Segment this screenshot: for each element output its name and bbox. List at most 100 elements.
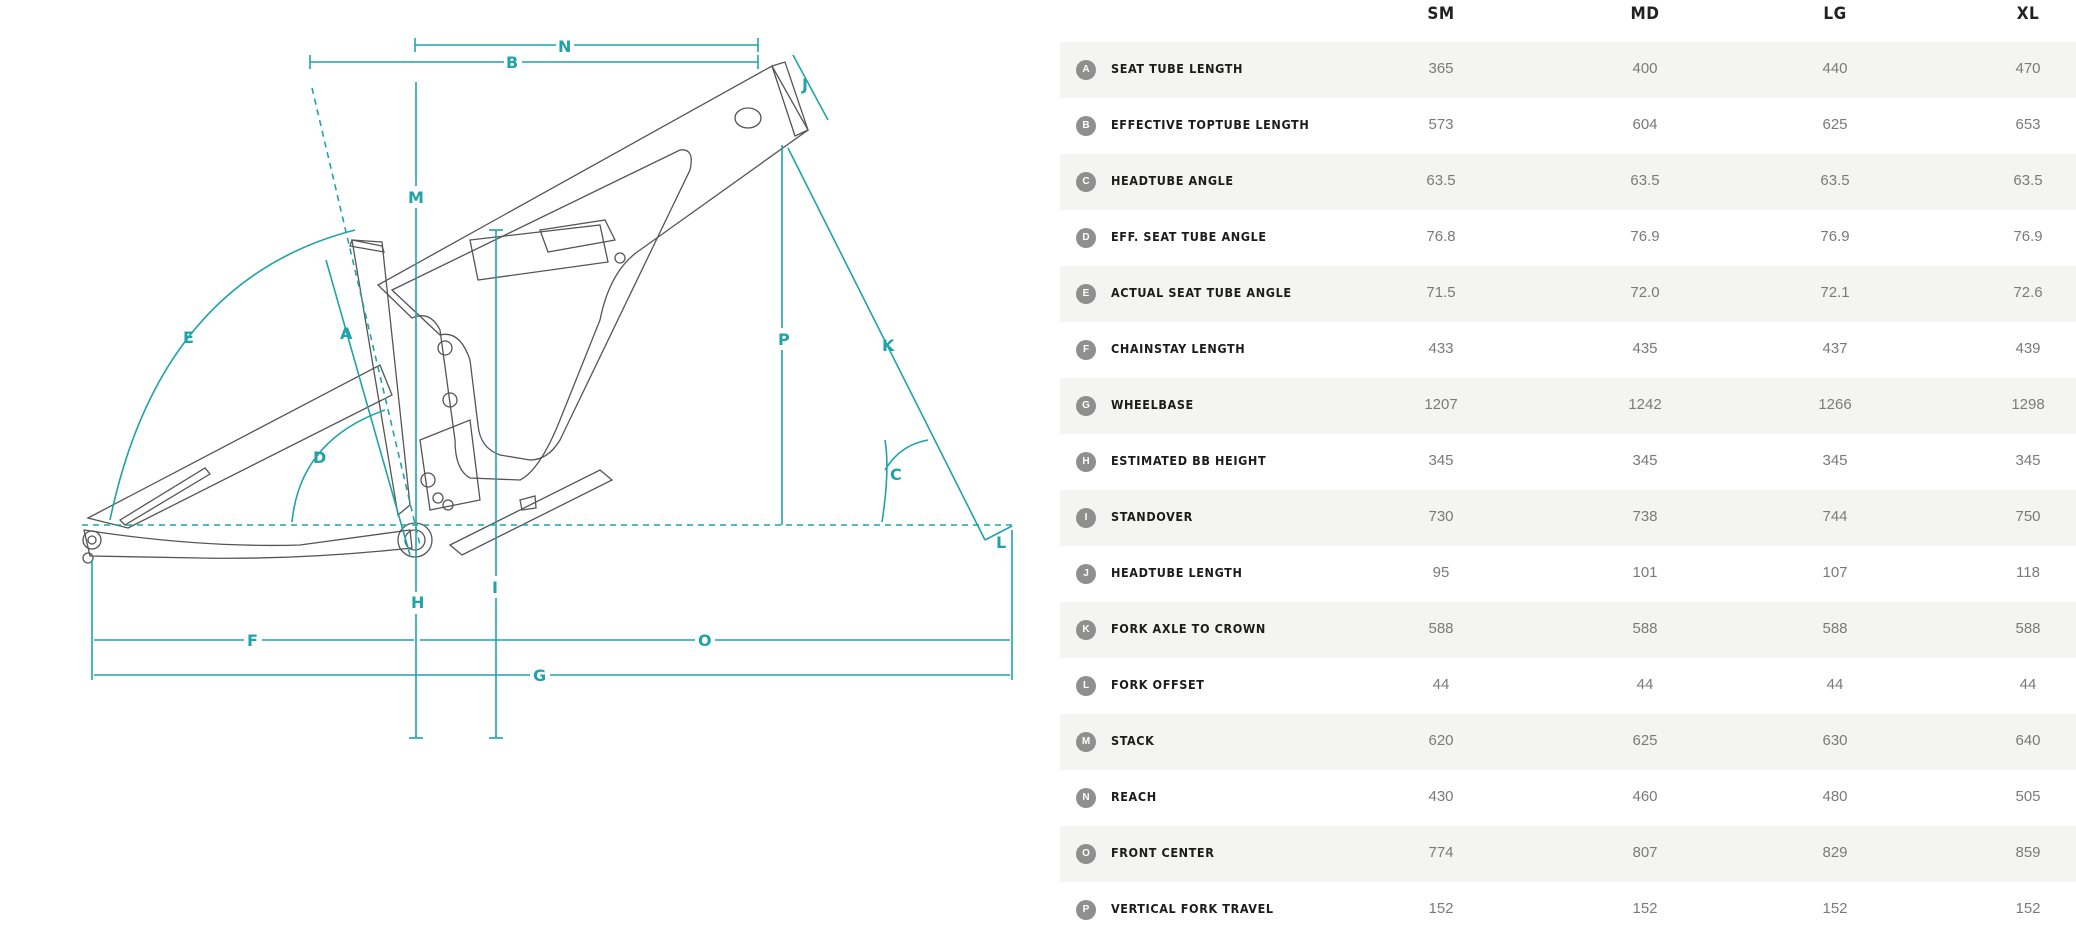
dim-letter-k: K [882,336,895,355]
cell-lg: 44 [1826,676,1844,693]
cell-lg: 440 [1822,60,1848,77]
row-letter-badge: G [1076,396,1096,416]
cell-md: 625 [1632,732,1658,749]
cell-sm: 63.5 [1426,172,1456,189]
cell-sm: 573 [1428,116,1454,133]
row-letter-badge: B [1076,116,1096,136]
row-label: FORK OFFSET [1111,677,1205,692]
cell-md: 588 [1632,620,1658,637]
row-label: REACH [1111,789,1157,804]
row-label: SEAT TUBE LENGTH [1111,61,1244,76]
cell-sm: 730 [1428,508,1454,525]
cell-md: 76.9 [1630,228,1660,245]
row-letter-badge: N [1076,788,1096,808]
cell-xl: 345 [2015,452,2041,469]
cell-xl: 1298 [2011,396,2045,413]
cell-sm: 1207 [1424,396,1458,413]
row-label: ACTUAL SEAT TUBE ANGLE [1111,285,1292,300]
bike-frame-drawing [82,61,809,564]
cell-md: 101 [1632,564,1658,581]
cell-xl: 439 [2015,340,2041,357]
row-label: FORK AXLE TO CROWN [1111,621,1266,636]
cell-sm: 365 [1428,60,1454,77]
cell-lg: 630 [1822,732,1848,749]
dim-letter-c: C [890,465,902,484]
cell-xl: 505 [2015,788,2041,805]
dim-letter-n: N [558,37,571,56]
cell-lg: 480 [1822,788,1848,805]
row-label: HEADTUBE LENGTH [1111,565,1243,580]
row-label: STANDOVER [1111,509,1193,524]
row-label: STACK [1111,733,1155,748]
cell-xl: 152 [2015,900,2041,917]
cell-sm: 588 [1428,620,1454,637]
cell-sm: 44 [1432,676,1450,693]
row-label: ESTIMATED BB HEIGHT [1111,453,1267,468]
row-letter-badge: D [1076,228,1096,248]
dim-letter-p: P [778,330,790,349]
cell-lg: 76.9 [1820,228,1850,245]
dim-letter-m: M [408,188,424,207]
cell-lg: 152 [1822,900,1848,917]
row-label: VERTICAL FORK TRAVEL [1111,901,1274,916]
cell-lg: 744 [1822,508,1848,525]
dim-letter-d: D [313,448,326,467]
cell-md: 44 [1636,676,1654,693]
cell-md: 72.0 [1630,284,1660,301]
cell-md: 460 [1632,788,1658,805]
row-letter-badge: F [1076,340,1096,360]
row-letter-badge: M [1076,732,1096,752]
cell-lg: 625 [1822,116,1848,133]
cell-sm: 620 [1428,732,1454,749]
cell-md: 738 [1632,508,1658,525]
cell-xl: 859 [2015,844,2041,861]
dim-letter-b: B [506,53,518,72]
row-label: CHAINSTAY LENGTH [1111,341,1246,356]
dimension-letters: N B J M P K C L E A D H I F O G [183,34,1006,686]
cell-lg: 437 [1822,340,1848,357]
geometry-diagram: N B J M P K C L E A D H I F O G [82,34,1015,739]
cell-sm: 433 [1428,340,1454,357]
size-header-sm: SM [1427,4,1455,24]
cell-sm: 95 [1432,564,1450,581]
cell-md: 1242 [1628,396,1662,413]
row-label: FRONT CENTER [1111,845,1215,860]
cell-xl: 653 [2015,116,2041,133]
row-letter-badge: C [1076,172,1096,192]
cell-md: 63.5 [1630,172,1660,189]
row-letter-badge: K [1076,620,1096,640]
cell-xl: 72.6 [2013,284,2043,301]
cell-sm: 430 [1428,788,1454,805]
dim-letter-h: H [411,593,424,612]
size-header-lg: LG [1823,4,1847,24]
cell-xl: 470 [2015,60,2041,77]
cell-md: 807 [1632,844,1658,861]
dim-letter-i: I [492,578,498,597]
cell-sm: 152 [1428,900,1454,917]
cell-xl: 640 [2015,732,2041,749]
table-row: M STACK 620 625 630 640 [1060,714,2076,770]
dimension-lines [82,38,1015,739]
cell-sm: 76.8 [1426,228,1456,245]
cell-lg: 345 [1822,452,1848,469]
dim-letter-o: O [698,631,712,650]
row-letter-badge: H [1076,452,1096,472]
row-label: HEADTUBE ANGLE [1111,173,1234,188]
row-label: EFF. SEAT TUBE ANGLE [1111,229,1267,244]
cell-xl: 118 [2016,564,2040,581]
cell-md: 400 [1632,60,1658,77]
